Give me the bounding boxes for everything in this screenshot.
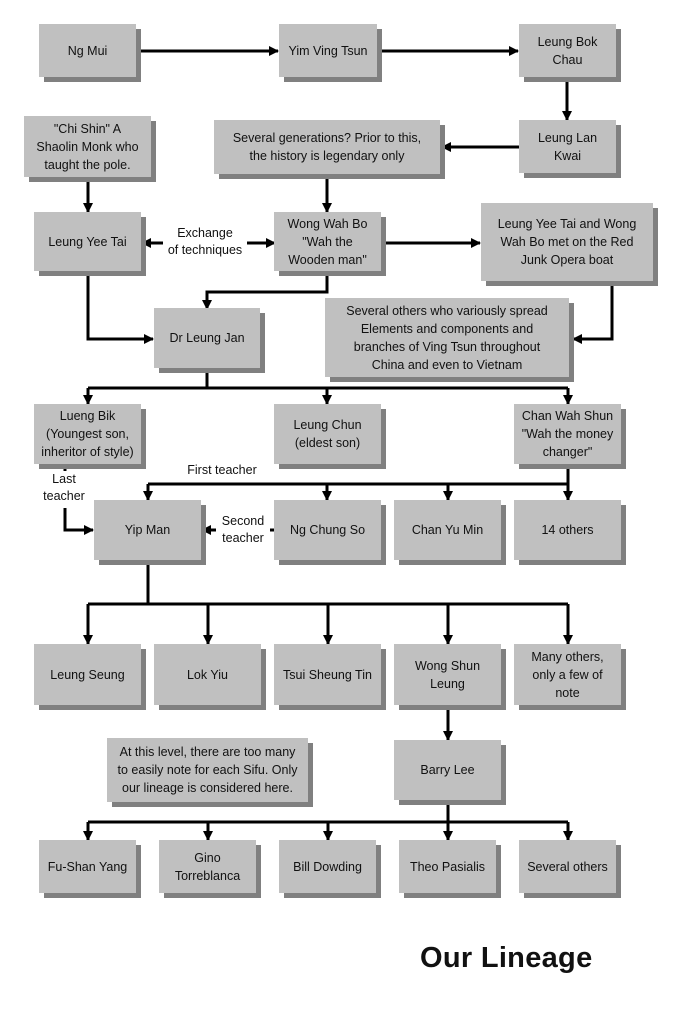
edge-label-exchange: Exchange of techniques	[163, 225, 247, 259]
node-ng-chung-so: Ng Chung So	[274, 500, 381, 560]
node-yip-man: Yip Man	[94, 500, 201, 560]
node-leung-bok-chau: Leung Bok Chau	[519, 24, 616, 77]
node-bill-dowding: Bill Dowding	[279, 840, 376, 893]
node-theo-pasialis: Theo Pasialis	[399, 840, 496, 893]
node-red-junk-note: Leung Yee Tai and Wong Wah Bo met on the…	[481, 203, 653, 281]
edge-label-first-teacher: First teacher	[180, 462, 264, 479]
node-wong-wah-bo: Wong Wah Bo "Wah the Wooden man"	[274, 212, 381, 271]
node-level-note: At this level, there are too many to eas…	[107, 738, 308, 802]
node-chan-yu-min: Chan Yu Min	[394, 500, 501, 560]
node-dr-leung-jan: Dr Leung Jan	[154, 308, 260, 368]
node-several-others-spread: Several others who variously spread Elem…	[325, 298, 569, 377]
node-leung-lan-kwai: Leung Lan Kwai	[519, 120, 616, 173]
node-fu-shan-yang: Fu-Shan Yang	[39, 840, 136, 893]
node-gino-torreblanca: Gino Torreblanca	[159, 840, 256, 893]
node-barry-lee: Barry Lee	[394, 740, 501, 800]
node-leung-chun: Leung Chun (eldest son)	[274, 404, 381, 464]
node-several-generations: Several generations? Prior to this, the …	[214, 120, 440, 174]
node-wong-shun-leung: Wong Shun Leung	[394, 644, 501, 705]
node-leung-seung: Leung Seung	[34, 644, 141, 705]
edge-label-second-teacher: Second teacher	[216, 513, 270, 547]
node-tsui-sheung-tin: Tsui Sheung Tin	[274, 644, 381, 705]
node-ng-mui: Ng Mui	[39, 24, 136, 77]
node-chi-shin: "Chi Shin" A Shaolin Monk who taught the…	[24, 116, 151, 177]
node-many-others: Many others, only a few of note	[514, 644, 621, 705]
node-lok-yiu: Lok Yiu	[154, 644, 261, 705]
node-14-others: 14 others	[514, 500, 621, 560]
node-several-others: Several others	[519, 840, 616, 893]
diagram-title: Our Lineage	[420, 942, 593, 974]
node-yim-ving-tsun: Yim Ving Tsun	[279, 24, 377, 77]
edge-label-last-teacher: Last teacher	[36, 471, 92, 505]
node-chan-wah-shun: Chan Wah Shun "Wah the money changer"	[514, 404, 621, 464]
node-leung-yee-tai: Leung Yee Tai	[34, 212, 141, 271]
node-lueng-bik: Lueng Bik (Youngest son, inheritor of st…	[34, 404, 141, 464]
